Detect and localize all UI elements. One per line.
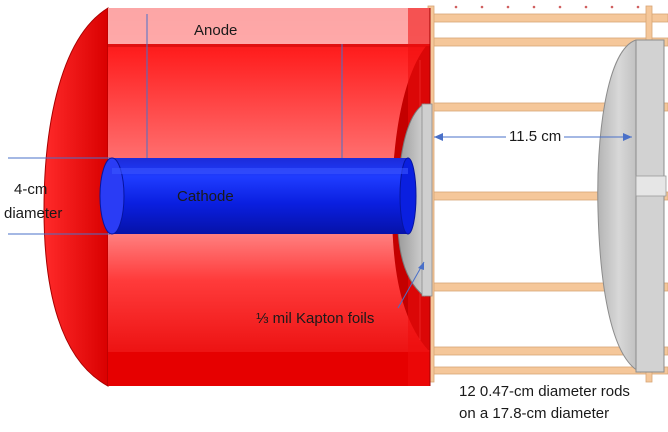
- support-rod: [431, 366, 668, 375]
- cathode-diameter-lines: [8, 157, 110, 235]
- plate-hub: [635, 175, 667, 197]
- support-rod: [431, 13, 668, 23]
- end-plate: [597, 39, 667, 373]
- frame-markers: [454, 5, 640, 9]
- foil-leader: [397, 261, 425, 309]
- cathode-diameter-label: 4-cm: [14, 181, 48, 198]
- cathode-cylinder: [99, 157, 417, 235]
- anode-guide-lines: [146, 14, 343, 158]
- rods-label: on a 17.8-cm diameter: [459, 405, 610, 422]
- gap-label: 11.5 cm: [506, 128, 565, 146]
- anode-label: Anode: [194, 22, 238, 39]
- cathode-diameter-label: diameter: [4, 205, 63, 222]
- cathode-label: Cathode: [177, 188, 234, 205]
- rods-label: 12 0.47-cm diameter rods: [459, 383, 630, 400]
- kapton-foil-label: ⅓ mil Kapton foils: [256, 310, 375, 327]
